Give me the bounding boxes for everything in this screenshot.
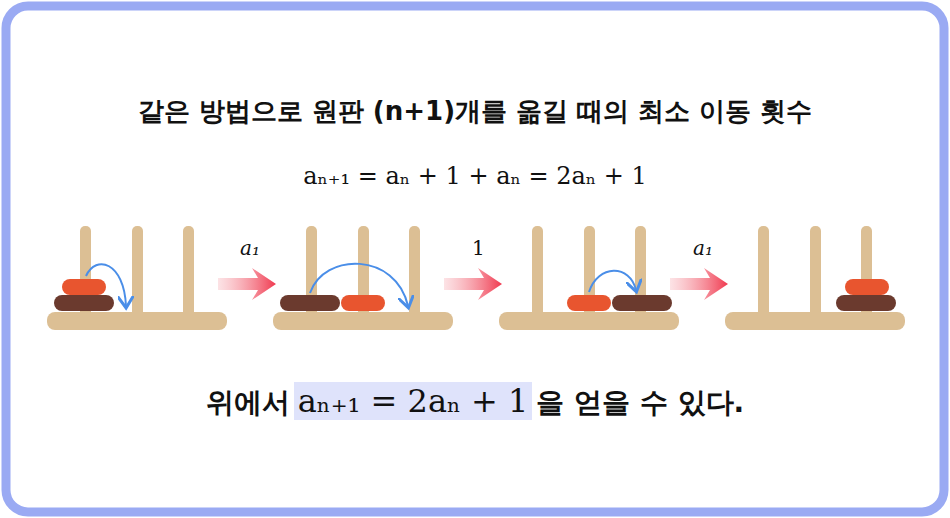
step-count-label: a₁ (240, 236, 260, 260)
highlighted-formula: aₙ₊₁ = 2aₙ + 1 (294, 382, 533, 420)
hanoi-panel (273, 226, 453, 330)
conclusion-text: 위에서 (206, 384, 290, 422)
hanoi-panel (499, 226, 679, 330)
conclusion-line: 위에서aₙ₊₁ = 2aₙ + 1을 얻을 수 있다. (0, 382, 950, 422)
hanoi-panel (725, 226, 905, 330)
step-arrow (444, 268, 502, 300)
recurrence-formula: aₙ₊₁ = aₙ + 1 + aₙ = 2aₙ + 1 (0, 162, 950, 190)
hanoi-panel (47, 226, 227, 330)
step-count-label: 1 (472, 236, 485, 260)
frame (6, 6, 944, 512)
title-text: 같은 방법으로 원판 (n+1)개를 옮길 때의 최소 이동 횟수 (0, 94, 950, 129)
step-count-label: a₁ (693, 236, 713, 260)
step-arrow (670, 268, 728, 300)
conclusion-text: 을 얻을 수 있다. (536, 384, 744, 422)
step-arrow (218, 268, 276, 300)
